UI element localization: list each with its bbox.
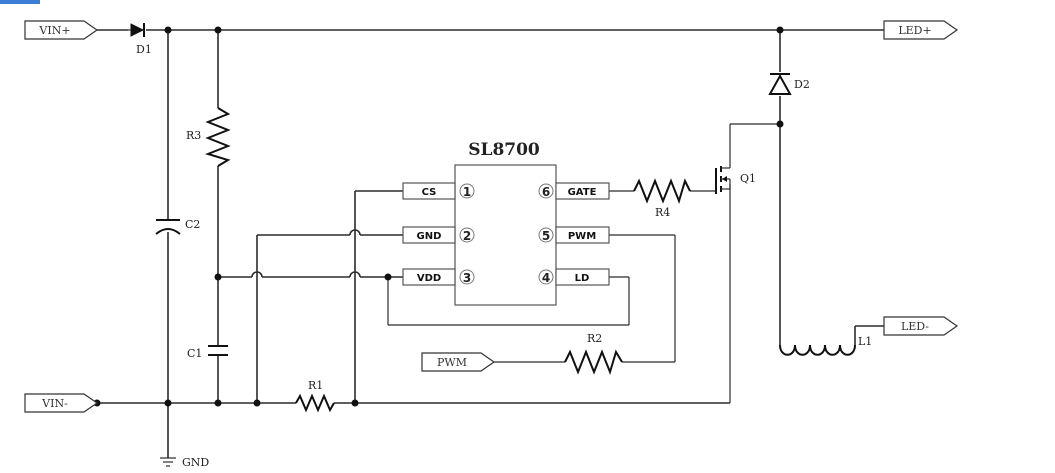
ic-pin-3: VDD 3 — [402, 268, 475, 286]
pin-3-number: 3 — [463, 271, 471, 285]
pin-3-label: VDD — [417, 273, 441, 284]
r1-label: R1 — [308, 379, 323, 392]
pin-1-number: 1 — [463, 185, 471, 199]
accent-tab — [0, 0, 40, 4]
ground-label: GND — [182, 456, 209, 469]
d1-label: D1 — [136, 43, 152, 56]
resistor-r4: R4 — [633, 178, 691, 219]
pin-6-label: GATE — [568, 187, 597, 198]
l1-label: L1 — [858, 335, 872, 348]
pin-1-label: CS — [422, 187, 437, 198]
r3-label: R3 — [186, 129, 201, 142]
r4-label: R4 — [655, 206, 670, 219]
port-vin-minus-label: VIN- — [41, 397, 68, 410]
ic-sl8700: SL8700 CS 1 GND 2 VDD 3 GATE 6 — [402, 140, 610, 306]
pin-5-number: 5 — [542, 229, 550, 243]
pin-4-label: LD — [575, 273, 590, 284]
port-vin-plus-label: VIN+ — [38, 24, 70, 37]
ic-pin-4: LD 4 — [538, 268, 610, 286]
ic-pin-6: GATE 6 — [538, 182, 610, 200]
inductor-l1: L1 — [779, 335, 872, 356]
pin-5-label: PWM — [568, 231, 596, 242]
junction-dots — [93, 26, 784, 407]
mosfet-q1: Q1 — [715, 166, 756, 194]
resistor-r1: R1 — [295, 379, 335, 413]
port-led-minus: LED- — [883, 316, 959, 336]
ground-symbol: GND — [160, 456, 209, 469]
ic-pin-2: GND 2 — [402, 226, 475, 244]
d2-label: D2 — [794, 78, 810, 91]
diode-d1: D1 — [128, 23, 152, 56]
diode-d2: D2 — [768, 73, 810, 95]
r2-label: R2 — [587, 332, 602, 345]
port-vin-minus: VIN- — [24, 393, 99, 413]
wires — [97, 29, 884, 458]
port-led-plus: LED+ — [883, 20, 959, 40]
ic-pin-1: CS 1 — [402, 182, 475, 200]
port-led-minus-label: LED- — [901, 320, 929, 333]
ic-title: SL8700 — [468, 140, 540, 160]
pin-6-number: 6 — [542, 185, 550, 199]
ic-pin-5: PWM 5 — [538, 226, 610, 244]
pin-2-number: 2 — [463, 229, 471, 243]
pin-2-label: GND — [417, 231, 442, 242]
capacitor-c2: C2 — [155, 218, 200, 235]
port-pwm-label: PWM — [437, 356, 467, 369]
pin-4-number: 4 — [542, 271, 550, 285]
q1-label: Q1 — [740, 172, 756, 185]
port-pwm: PWM — [421, 352, 496, 372]
c2-label: C2 — [185, 218, 200, 231]
capacitor-c1: C1 — [187, 345, 228, 360]
port-led-plus-label: LED+ — [898, 24, 931, 37]
c1-label: C1 — [187, 347, 202, 360]
resistor-r3: R3 — [186, 107, 231, 167]
resistor-r2: R2 — [564, 332, 623, 376]
port-vin-plus: VIN+ — [24, 20, 99, 40]
